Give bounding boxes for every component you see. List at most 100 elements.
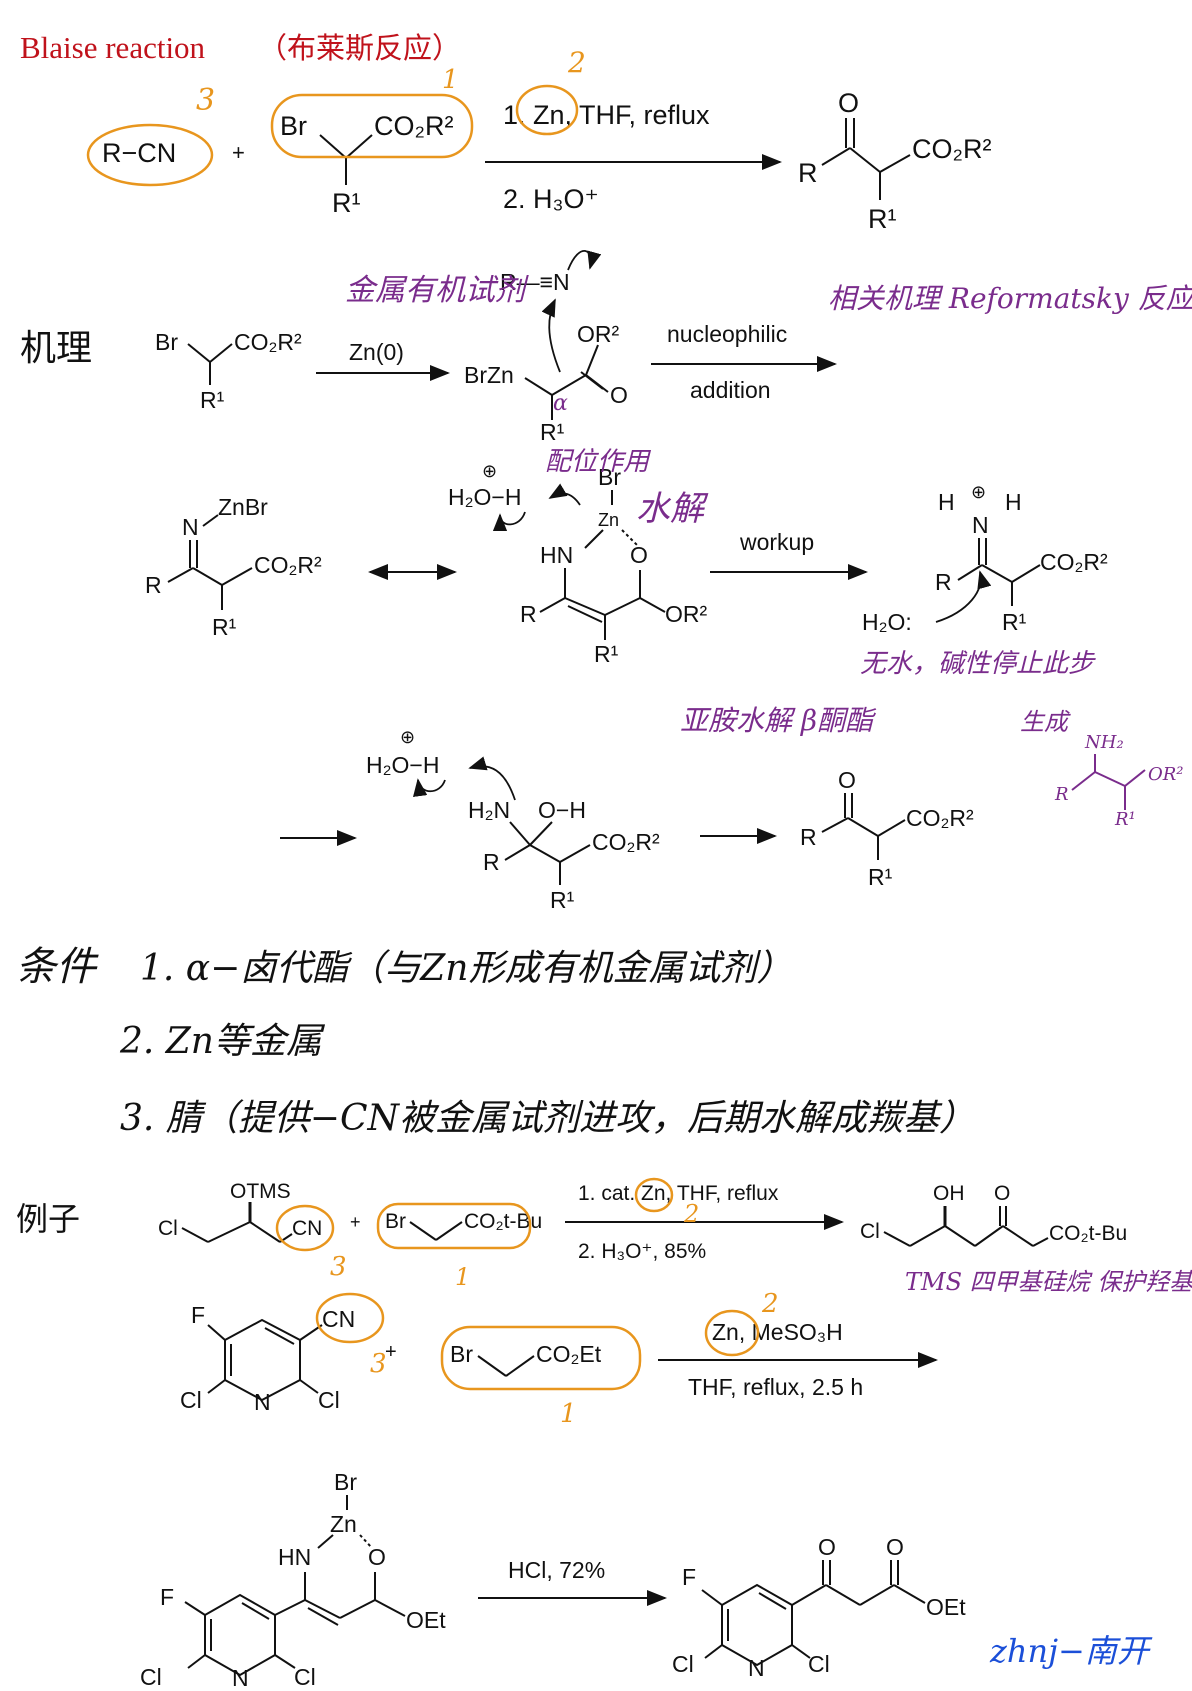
nitrile-label: R—≡N (500, 269, 570, 295)
bond (509, 821, 531, 846)
bond (791, 1584, 827, 1606)
bond (319, 134, 347, 159)
ex1-p-oh: OH (933, 1182, 965, 1205)
ex1-cond2: 2. H₃O⁺, 85% (578, 1240, 706, 1263)
bond (944, 1225, 976, 1247)
bond (701, 1589, 723, 1606)
nitrile-reactant: R−CN (102, 138, 176, 168)
bond (207, 1324, 226, 1341)
bond (187, 1654, 206, 1669)
bond (192, 567, 223, 586)
note-alpha: α (553, 391, 568, 416)
bond (893, 1584, 926, 1604)
ex3-o: O (368, 1544, 386, 1570)
chelate-r: R (520, 601, 537, 627)
enamine-r1: R¹ (1114, 809, 1136, 830)
highlight-circle (86, 123, 214, 187)
bond (184, 1601, 206, 1616)
bond (1002, 1225, 1034, 1247)
curved-arrow (468, 756, 516, 801)
bond (859, 1584, 895, 1606)
note-related: 相关机理 Reformatsky 反应 (828, 282, 1192, 315)
ex2-plus: + (385, 1341, 397, 1363)
hemi-plus: ⊕ (400, 727, 415, 747)
ex2-cl1: Cl (180, 1387, 202, 1413)
note-hydrolysis: 水解 (636, 489, 709, 529)
ex3-cl2: Cl (294, 1664, 316, 1690)
bond (580, 371, 604, 390)
note-organometal: 金属有机试剂 (345, 273, 529, 308)
ex2-f: F (191, 1302, 205, 1328)
ex3-p-o1: O (818, 1534, 836, 1560)
chelate-h2o: H₂O−H (448, 484, 521, 510)
hemi-h2n: H₂N (468, 797, 510, 823)
bond (207, 1379, 226, 1394)
hemi-r: R (483, 849, 500, 875)
curved-arrow (935, 570, 992, 623)
final-ester: CO₂R² (906, 805, 974, 831)
iminium-n: N (972, 512, 989, 538)
r1-label: R¹ (332, 188, 361, 218)
curved-arrow (492, 511, 526, 532)
ex1-ester: CO₂t-Bu (464, 1210, 542, 1233)
annotation-number: 3 (196, 83, 215, 118)
final-r1: R¹ (868, 864, 893, 890)
ex3-cond: HCl, 72% (508, 1557, 605, 1583)
iminium-ester: CO₂R² (1040, 549, 1108, 575)
highlight-circle (270, 93, 474, 159)
bond (477, 1355, 507, 1377)
bond (524, 377, 553, 396)
bond (304, 1599, 341, 1619)
pyridine-ring (224, 1318, 301, 1402)
examples-label: 例子 (16, 1200, 80, 1238)
ex2-cond2: THF, reflux, 2.5 h (688, 1374, 863, 1400)
bond (505, 1355, 535, 1377)
chelate-br: Br (598, 464, 621, 490)
bond (1032, 1237, 1049, 1247)
ex3-p-oet: OEt (926, 1594, 966, 1620)
ex3-f: F (160, 1584, 174, 1610)
bond (181, 1227, 209, 1243)
ex1-br: Br (385, 1210, 406, 1233)
ex2-br: Br (450, 1341, 473, 1367)
sm-r1: R¹ (200, 387, 225, 413)
ex1-p-cl: Cl (860, 1220, 880, 1243)
bond (435, 1221, 463, 1241)
bond (879, 154, 911, 173)
imine-r1: R¹ (212, 614, 237, 640)
bond (604, 597, 641, 616)
final-r: R (800, 824, 817, 850)
product-r: R (798, 158, 818, 188)
signature: zhnj−南开 (989, 1632, 1153, 1670)
iminium-h: H (1005, 489, 1022, 515)
conditions-label: 条件 (16, 944, 99, 990)
bond (359, 1534, 373, 1549)
bond (1071, 771, 1096, 791)
chelate-r1: R¹ (594, 641, 619, 667)
ex3-p-cl1: Cl (672, 1651, 694, 1677)
bond (585, 344, 599, 376)
bond (504, 844, 531, 861)
curved-arrow (548, 483, 581, 506)
workup-label: workup (739, 529, 814, 555)
condition-2: 2. H₃O⁺ (503, 184, 599, 214)
bond (345, 134, 373, 159)
annotation-number: 3 (330, 1252, 347, 1282)
bond (264, 1327, 295, 1345)
step2-top: nucleophilic (667, 321, 787, 347)
int1-r1: R¹ (540, 419, 565, 445)
bond (221, 567, 253, 586)
hemi-h2o: H₂O−H (366, 752, 439, 778)
note-generate: 生成 (1020, 708, 1071, 736)
brzn-label: BrZn (464, 362, 514, 388)
curved-arrow (567, 250, 602, 271)
condition-item-1: 1. α−卤代酯（与Zn形成有机金属试剂） (140, 948, 792, 989)
note-coordination: 配位作用 (545, 447, 652, 477)
ex3-p-n: N (748, 1655, 765, 1681)
annotation-number: 3 (370, 1349, 387, 1379)
highlight-circle (634, 1177, 674, 1213)
ex3-oet: OEt (406, 1607, 446, 1633)
bond (909, 1225, 946, 1247)
bond (339, 1599, 376, 1619)
